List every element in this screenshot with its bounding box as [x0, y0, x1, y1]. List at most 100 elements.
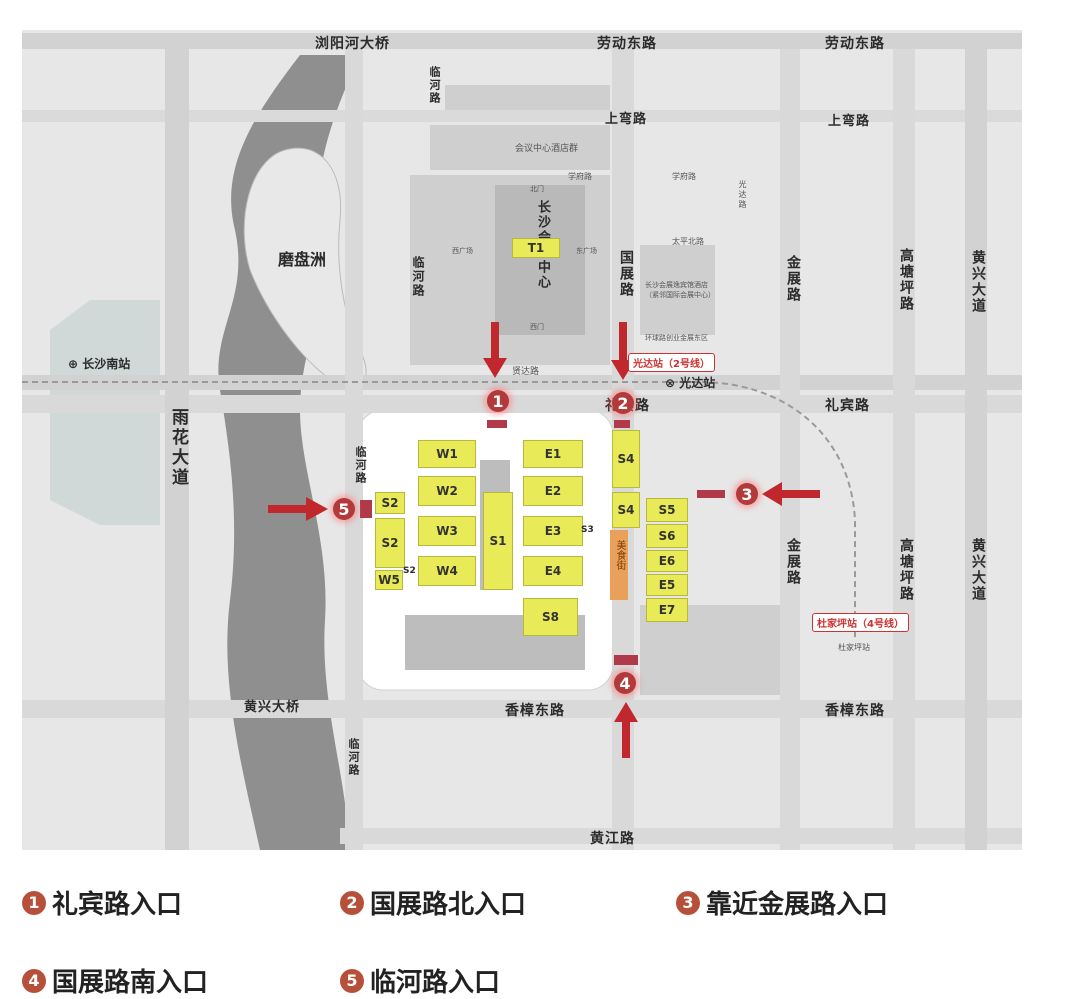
hall-w1: W1	[418, 440, 476, 468]
road-label-laodong-2: 劳动东路	[825, 36, 885, 52]
road-label-guozhan: 国展路	[618, 250, 634, 298]
metro-line	[22, 381, 856, 640]
legend-label: 礼宾路入口	[52, 890, 183, 920]
road-label-jinzhan-2: 金展路	[785, 538, 801, 586]
place-guangda-station: ⊗ 光达站	[665, 376, 716, 390]
hall-e3: E3	[523, 516, 583, 546]
gate-marker-3	[697, 490, 725, 498]
conference-building	[495, 185, 585, 335]
hall-w4: W4	[418, 556, 476, 586]
road-label-lihe-1: 临河路	[428, 66, 441, 105]
hall-e1: E1	[523, 440, 583, 468]
road-label-xuefu-2: 学府路	[672, 172, 696, 181]
hall-w2: W2	[418, 476, 476, 506]
road-label-liuyang-bridge: 浏阳河大桥	[315, 36, 390, 52]
hall-e5: E5	[646, 574, 688, 596]
hall-s6: S6	[646, 524, 688, 548]
road-label-lihe-4: 临河路	[347, 738, 360, 777]
metro-station-dujiaping-line4: 杜家坪站（4号线）	[812, 613, 909, 632]
place-east-plaza: 东广场	[576, 247, 597, 255]
legend-number: 4	[22, 968, 46, 993]
entry-marker-3: 3	[736, 483, 758, 505]
hall-s1: S1	[483, 492, 513, 590]
gate-marker-2	[614, 420, 630, 428]
road-label-xianda: 贤达路	[512, 367, 540, 377]
road-gaotangping	[893, 49, 915, 850]
hall-s4-b: S4	[612, 492, 640, 528]
hotel-block	[430, 125, 610, 170]
place-changsha-south: ⊕ 长沙南站	[68, 357, 131, 371]
metro-icon: ⊗	[665, 376, 676, 390]
road-label-huangxing-2: 黄兴大道	[970, 538, 986, 602]
road-jinzhan	[780, 49, 800, 850]
entry-marker-2: 2	[612, 392, 634, 414]
hall-t1: T1	[512, 238, 560, 258]
hall-w3: W3	[418, 516, 476, 546]
hall-w5: W5	[375, 570, 403, 590]
road-yuhua	[165, 49, 189, 850]
food-court-block	[610, 530, 628, 600]
legend-number: 1	[22, 890, 46, 915]
hall-s8: S8	[523, 598, 578, 636]
road-lihe	[345, 49, 363, 850]
place-west-plaza: 西广场	[452, 247, 473, 255]
road-label-xuefu: 学府路	[568, 172, 592, 181]
road-shangwan	[22, 110, 1022, 122]
gate-marker-4	[614, 655, 638, 665]
hall-s5: S5	[646, 498, 688, 522]
legend-label: 临河路入口	[370, 968, 501, 998]
road-xiangzhang	[22, 700, 1022, 718]
road-label-yuhua: 雨花大道	[168, 408, 188, 488]
place-north-gate: 北门	[530, 185, 544, 193]
map-area: 浏阳河大桥 劳动东路 劳动东路 上弯路 上弯路 临河路 临河路 临河路 临河路 …	[22, 30, 1022, 850]
road-label-gaotangping-2: 高塘坪路	[898, 538, 914, 602]
legend-entry-4: 4 国展路南入口	[22, 962, 208, 999]
hall-s3: S3	[581, 525, 594, 535]
hall-e2: E2	[523, 476, 583, 506]
legend-number: 3	[676, 890, 700, 915]
road-label-gaotangping-1: 高塘坪路	[898, 248, 914, 312]
road-label-jinzhan-1: 金展路	[785, 255, 801, 303]
legend-number: 2	[340, 890, 364, 915]
legend-number: 5	[340, 968, 364, 993]
road-label-xiangzhang-2: 香樟东路	[825, 703, 885, 719]
hall-s4-a: S4	[612, 430, 640, 488]
road-huangxing	[965, 49, 987, 850]
map-base	[22, 30, 1022, 850]
legend-entry-3: 3 靠近金展路入口	[676, 884, 888, 921]
legend-entry-1: 1 礼宾路入口	[22, 884, 182, 921]
road-label-guangda: 光达路	[738, 180, 747, 210]
road-laodong	[22, 33, 1022, 49]
hall-e7: E7	[646, 598, 688, 622]
gate-marker-1	[487, 420, 507, 428]
road-label-shangwan-2: 上弯路	[828, 114, 871, 129]
gate-marker-5	[360, 500, 372, 518]
hall-e6: E6	[646, 550, 688, 572]
road-label-lihe-3: 临河路	[354, 446, 367, 485]
road-label-huangxing-bridge: 黄兴大桥	[244, 700, 301, 715]
north-block-1	[445, 85, 610, 110]
road-label-laodong-1: 劳动东路	[597, 36, 657, 52]
hall-s2-b: S2	[375, 518, 405, 568]
legend-entry-2: 2 国展路北入口	[340, 884, 526, 921]
legend-entry-5: 5 临河路入口	[340, 962, 500, 999]
road-label-shangwan-1: 上弯路	[605, 112, 648, 127]
road-huangjiang	[340, 828, 1022, 844]
road-label-taiping: 太平北路	[672, 237, 704, 246]
place-mopanzhou: 磨盘洲	[278, 250, 327, 269]
road-label-libin-2: 礼宾路	[825, 398, 870, 414]
entry-marker-5: 5	[333, 498, 355, 520]
entry-marker-1: 1	[487, 390, 509, 412]
place-ring-road-east: 环球路创业金展东区	[645, 334, 708, 342]
entry-marker-4: 4	[614, 672, 636, 694]
place-hotel-group: 会议中心酒店群	[515, 144, 579, 154]
hall-s2-a: S2	[375, 492, 405, 514]
road-label-xiangzhang-1: 香樟东路	[505, 703, 565, 719]
hall-e4: E4	[523, 556, 583, 586]
train-station-icon: ⊕	[68, 357, 79, 371]
legend-label: 靠近金展路入口	[706, 890, 889, 920]
road-label-lihe-2: 临河路	[411, 256, 425, 298]
place-dujiaping-station: 杜家坪站	[838, 643, 870, 652]
place-food-court: 美食街	[614, 540, 625, 570]
legend-label: 国展路北入口	[370, 890, 527, 920]
